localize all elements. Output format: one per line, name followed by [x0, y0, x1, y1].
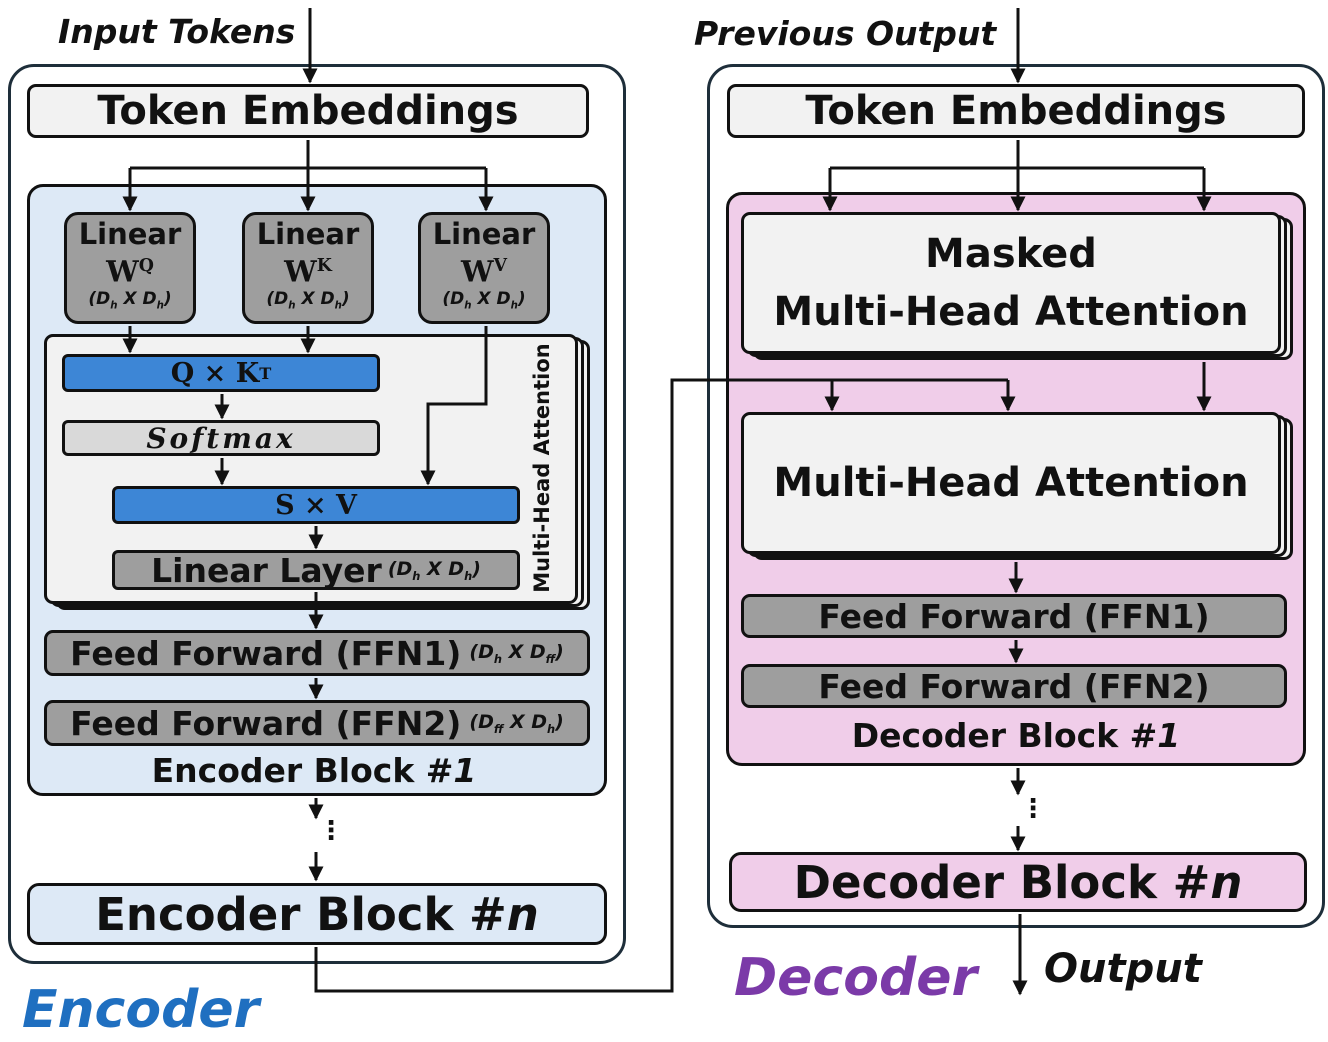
wv-to-sv-line: [420, 326, 488, 486]
masked-mha-line2: Multi-Head Attention: [773, 289, 1249, 335]
encoder-block-1-label: Encoder Block #1: [151, 751, 477, 790]
wv-dimension: (Dh X Dh): [442, 289, 526, 312]
encoder-title: Encoder: [22, 980, 260, 1040]
sv-matmul-box: S × V: [112, 486, 520, 524]
decoder-ffn1-box: Feed Forward (FFN1): [741, 594, 1287, 638]
wk-dimension: (Dh X Dh): [266, 289, 350, 312]
previous-output-label: Previous Output: [694, 14, 997, 53]
linear-wv-box: Linear WV (Dh X Dh): [418, 212, 550, 324]
linear-layer-box: Linear Layer (Dh X Dh): [112, 550, 520, 590]
encoder-block-n: Encoder Block #n: [27, 883, 607, 945]
wk-symbol: WK: [284, 255, 332, 290]
linear-wk-label: Linear: [256, 217, 360, 252]
input-tokens-label: Input Tokens: [58, 12, 296, 51]
encoder-to-decoder-wire: [314, 378, 1008, 993]
decoder-mha-box: Multi-Head Attention: [741, 412, 1281, 554]
linear-wk-box: Linear WK (Dh X Dh): [242, 212, 374, 324]
encoder-ffn1-dimension: (Dh X Dff): [469, 640, 564, 666]
linear-wq-label: Linear: [78, 217, 182, 252]
decoder-block-n: Decoder Block #n: [729, 852, 1307, 912]
decoder-ffn2-box: Feed Forward (FFN2): [741, 664, 1287, 708]
wq-dimension: (Dh X Dh): [88, 289, 172, 312]
encoder-ffn2-box: Feed Forward (FFN2) (Dff X Dh): [44, 700, 590, 746]
output-label: Output: [1044, 946, 1202, 992]
encoder-ffn1-box: Feed Forward (FFN1) (Dh X Dff): [44, 630, 590, 676]
wv-symbol: WV: [460, 255, 508, 290]
linear-layer-dimension: (Dh X Dh): [387, 557, 481, 583]
encoder-token-embeddings: Token Embeddings: [27, 84, 589, 138]
masked-mha-box: Masked Multi-Head Attention: [741, 212, 1281, 354]
decoder-block-1-label: Decoder Block #1: [851, 716, 1181, 755]
decoder-token-embeddings: Token Embeddings: [727, 84, 1305, 138]
wq-symbol: WQ: [106, 255, 154, 290]
masked-mha-line1: Masked: [925, 231, 1097, 277]
encoder-ffn2-dimension: (Dff X Dh): [469, 710, 564, 736]
decoder-vertical-dots: ⋮: [1020, 794, 1046, 824]
linear-wq-box: Linear WQ (Dh X Dh): [64, 212, 196, 324]
encoder-vertical-dots: ⋮: [318, 816, 344, 846]
softmax-box: Softmax: [62, 420, 380, 456]
decoder-title: Decoder: [734, 948, 978, 1008]
linear-wv-label: Linear: [432, 217, 536, 252]
